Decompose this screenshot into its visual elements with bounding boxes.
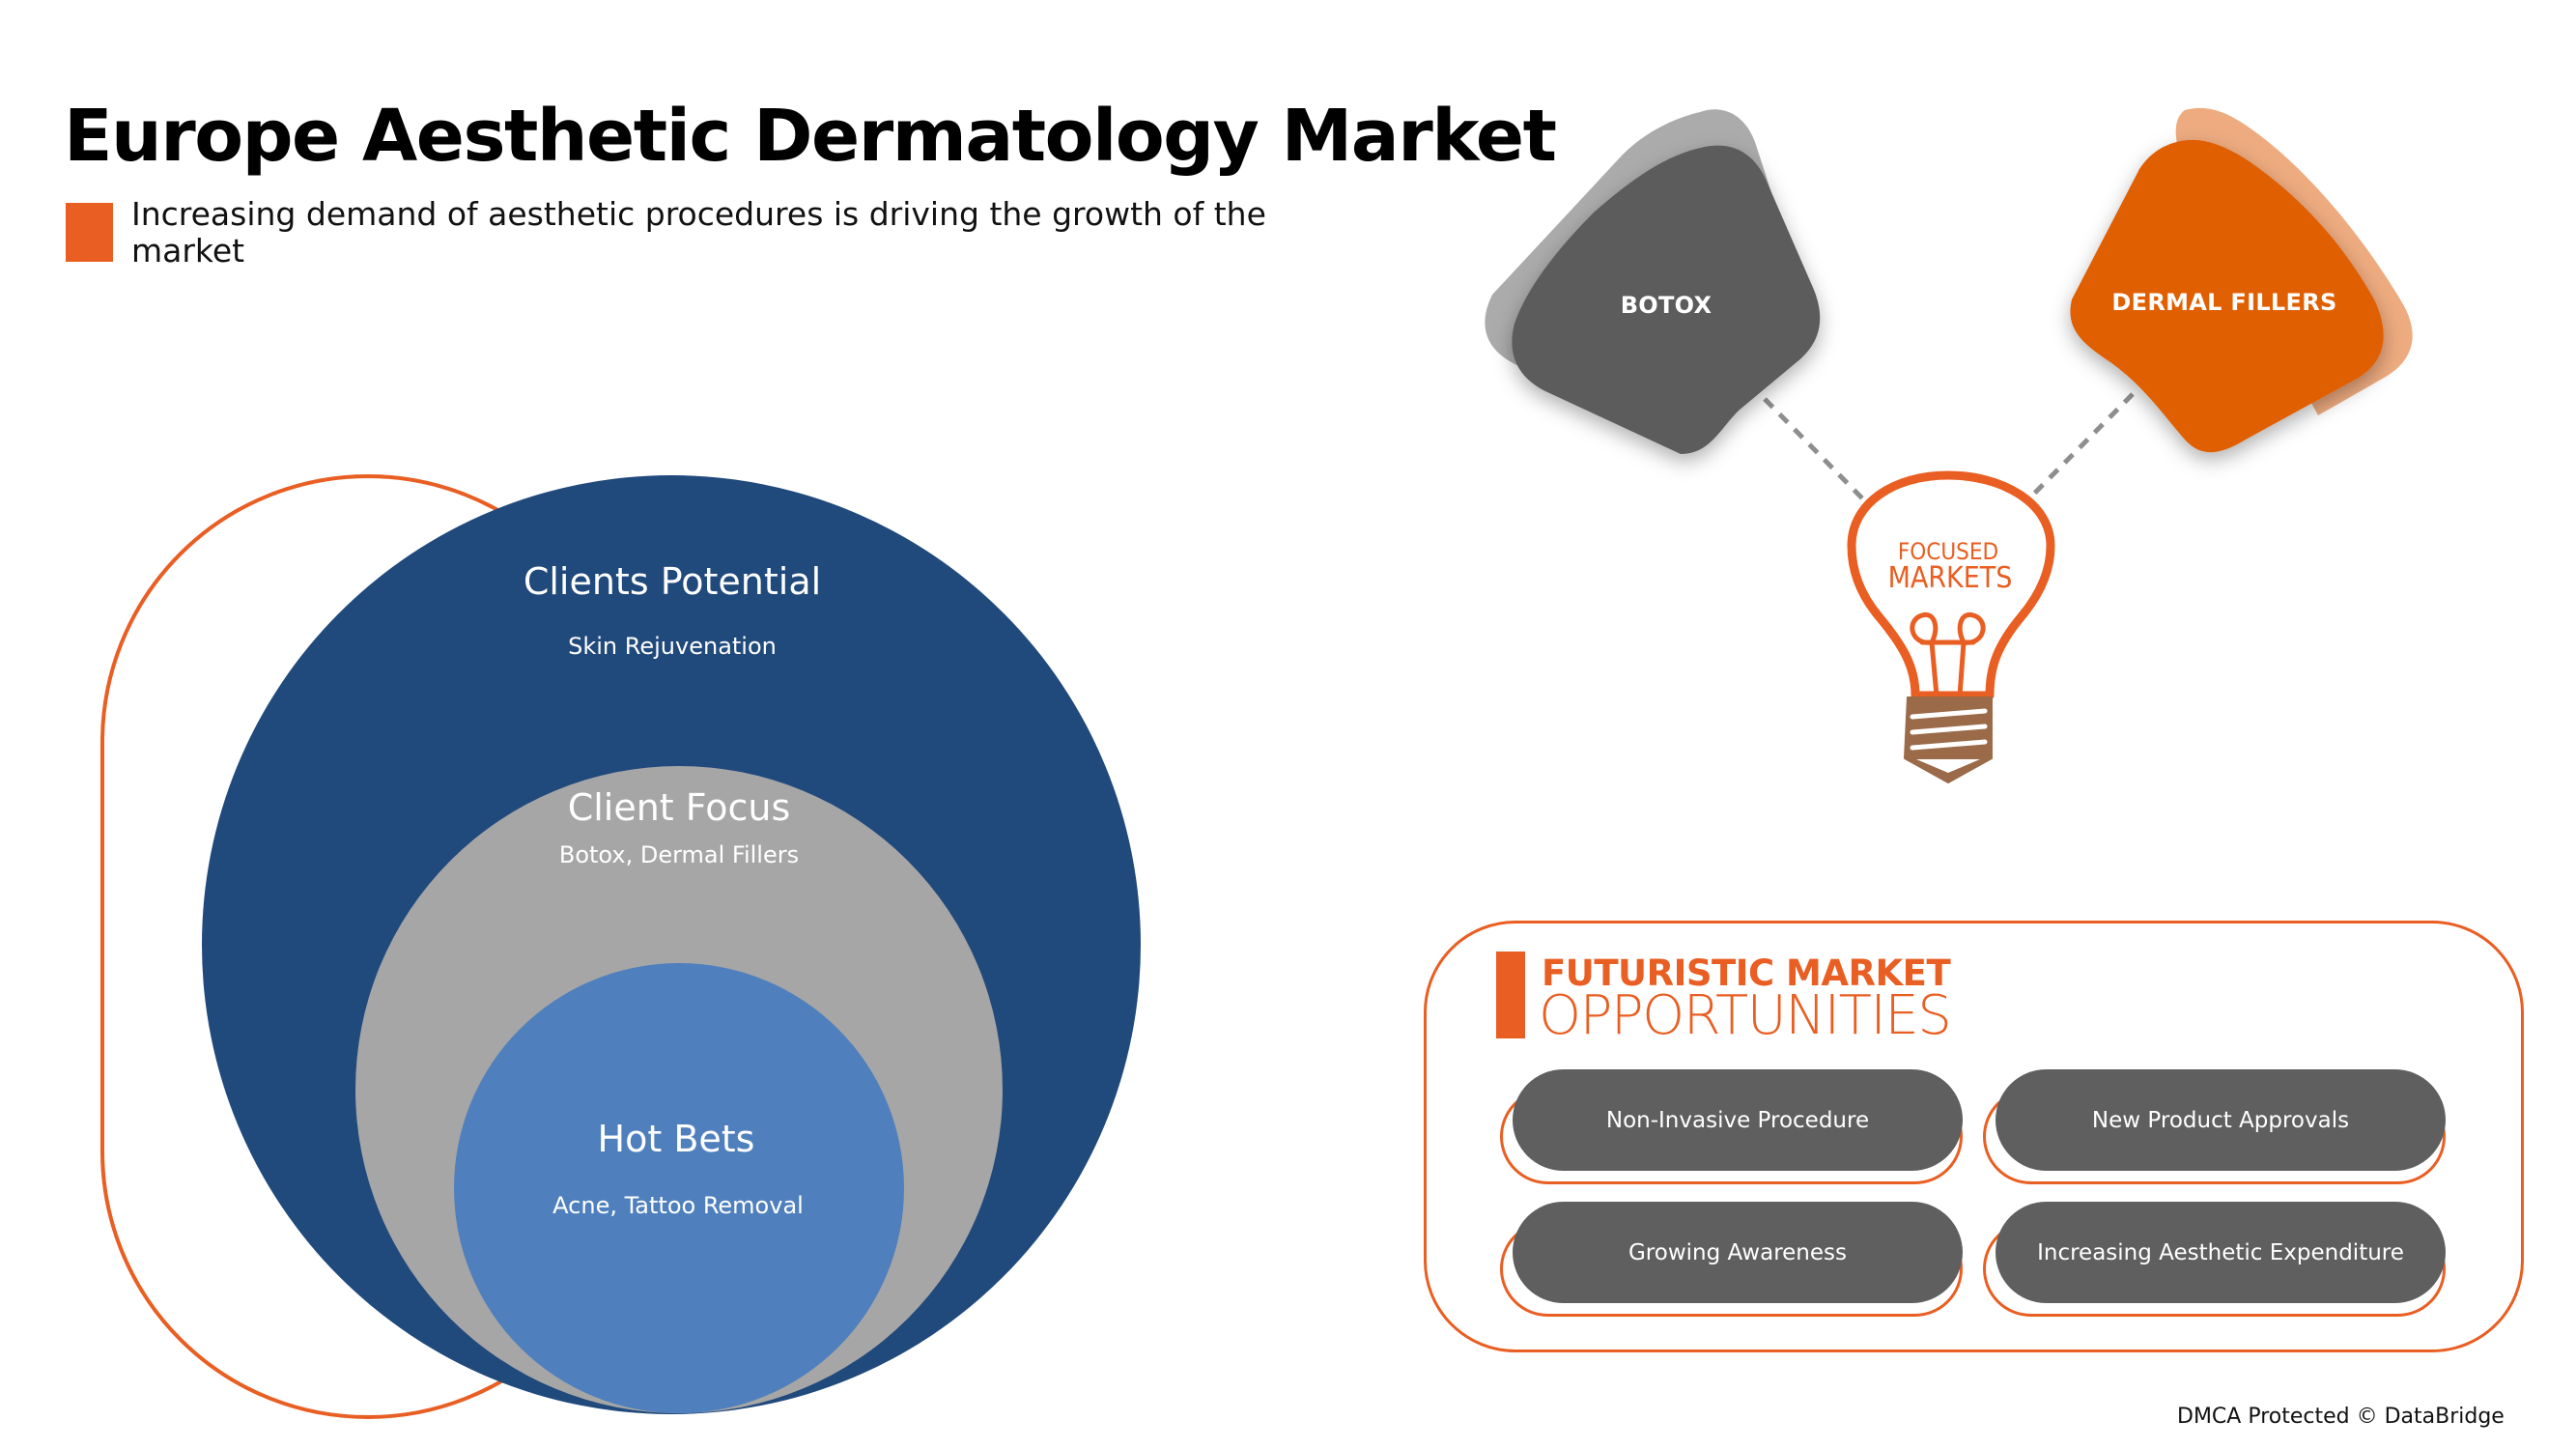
botox-blob-shape xyxy=(1512,145,1821,454)
opportunity-new-product-approvals: New Product Approvals xyxy=(1996,1069,2446,1171)
bulb-label-markets: MARKETS xyxy=(1887,561,2013,595)
opportunities-accent-bar xyxy=(1496,952,1525,1038)
opportunities-title-line-2: OPPORTUNITIES xyxy=(1539,984,1952,1047)
segment-label-botox: BOTOX xyxy=(1620,292,1713,319)
page-title: Europe Aesthetic Dermatology Market xyxy=(64,95,1557,178)
client-focus-detail: Botox, Dermal Fillers xyxy=(558,841,800,868)
dmca-footer: DMCA Protected © DataBridge xyxy=(2177,1405,2505,1429)
clients-potential-heading: Clients Potential xyxy=(523,560,822,603)
subtitle-accent-bar xyxy=(66,203,113,262)
connector-botox xyxy=(1763,397,1873,509)
opportunity-increasing-aesthetic-expenditure: Increasing Aesthetic Expenditure xyxy=(1996,1202,2446,1303)
hot-bets-heading: Hot Bets xyxy=(597,1118,755,1160)
bulb-label-focused: FOCUSED xyxy=(1897,538,1999,565)
circle-hot-bets xyxy=(454,963,904,1413)
hot-bets-detail: Acne, Tattoo Removal xyxy=(552,1192,804,1219)
page-subtitle: Increasing demand of aesthetic procedure… xyxy=(131,195,1266,270)
opportunities-title-line-1: FUTURISTIC MARKET xyxy=(1542,952,1951,994)
client-focus-heading: Client Focus xyxy=(567,786,791,829)
opportunity-growing-awareness: Growing Awareness xyxy=(1513,1202,1963,1303)
dermal-fillers-blob-shape xyxy=(2070,139,2384,453)
lightbulb-icon xyxy=(1847,470,2055,783)
opportunity-non-invasive-procedure: Non-Invasive Procedure xyxy=(1513,1069,1963,1171)
clients-potential-detail: Skin Rejuvenation xyxy=(568,633,777,660)
connector-dermal-fillers xyxy=(2028,392,2135,499)
segment-label-dermal-fillers: DERMAL FILLERS xyxy=(2111,289,2337,316)
opportunities-panel xyxy=(1424,921,2524,1352)
